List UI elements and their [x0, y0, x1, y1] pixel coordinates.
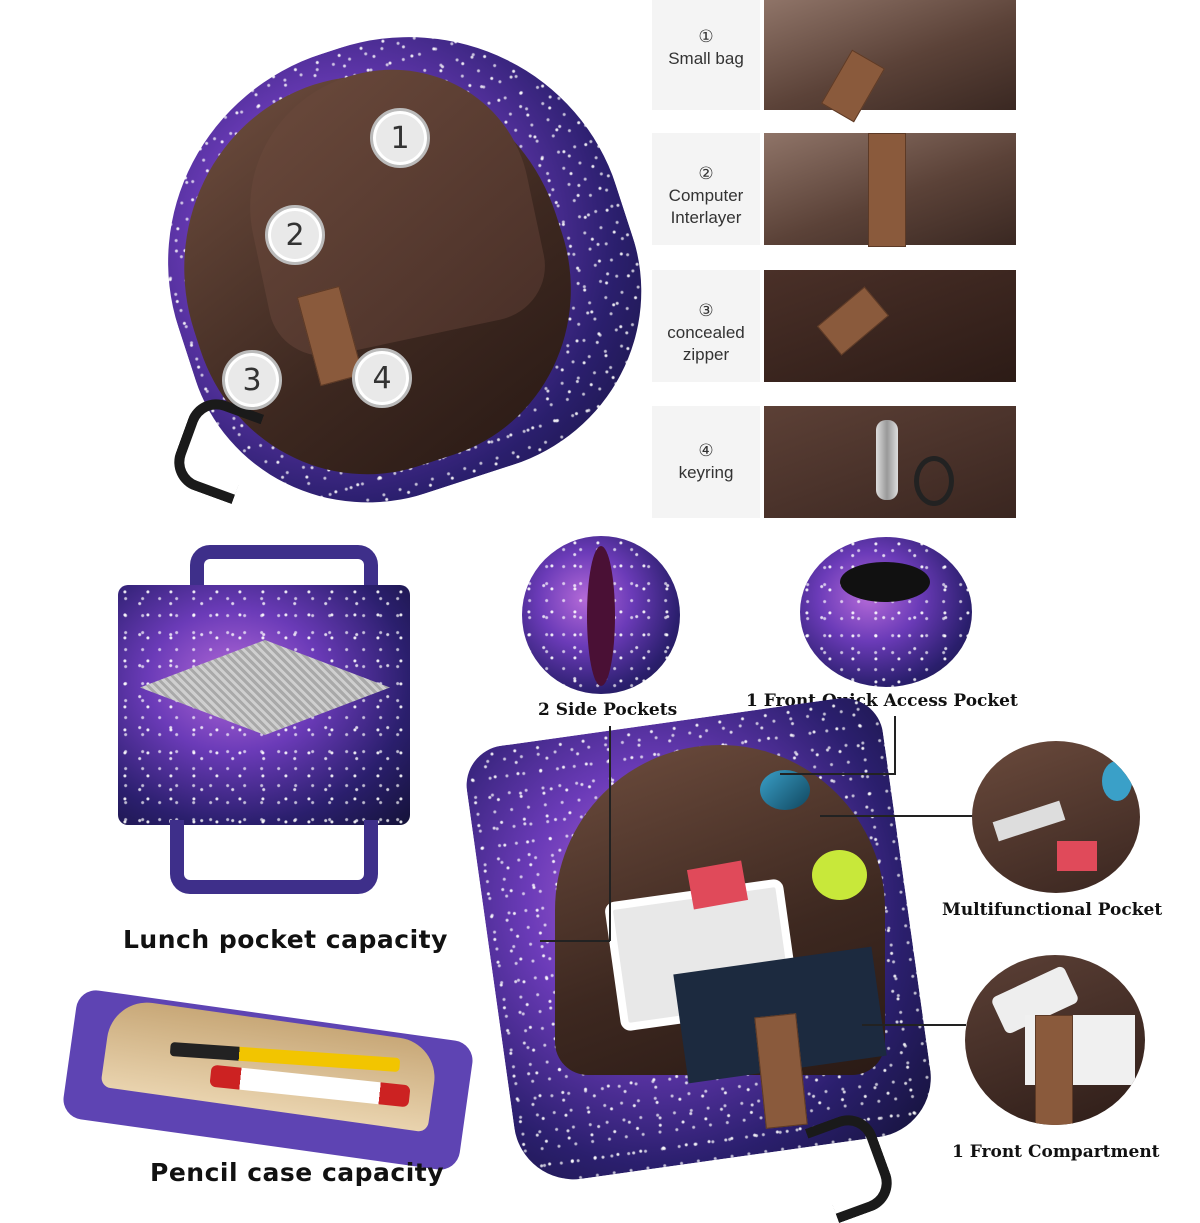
red-card-icon	[1057, 841, 1097, 871]
lunch-caption: Lunch pocket capacity	[123, 925, 448, 954]
callout-badge-4: 4	[352, 348, 412, 408]
multifunctional-pocket-label: Multifunctional Pocket	[942, 900, 1163, 920]
callout-badge-2: 2	[265, 205, 325, 265]
front-compartment-label: 1 Front Compartment	[952, 1142, 1160, 1162]
feature-row-computer-interlayer: ② Computer Interlayer	[652, 133, 1016, 247]
strap-detail	[1035, 1015, 1073, 1125]
feature-row-small-bag: ① Small bag	[652, 0, 1016, 123]
bottle-icon	[812, 850, 867, 900]
callout-line-side-h	[540, 940, 610, 942]
strap-detail	[821, 49, 885, 123]
feature-text-box: ④ keyring	[652, 406, 760, 518]
side-pocket-photo	[522, 536, 680, 694]
multifunctional-pocket-photo	[972, 741, 1140, 893]
quick-pocket-opening	[840, 562, 930, 602]
feature-text-box: ③ concealed zipper	[652, 270, 760, 382]
lens-icon	[1102, 761, 1132, 801]
front-compartment-photo	[965, 955, 1145, 1125]
feature-photo-concealed-zipper	[764, 270, 1016, 382]
feature-row-concealed-zipper: ③ concealed zipper	[652, 270, 1016, 382]
feature-text-box: ① Small bag	[652, 0, 760, 110]
callout-line-side-v	[609, 726, 611, 941]
callout-line-quick-v	[894, 716, 896, 774]
strap-detail	[868, 133, 906, 247]
feature-photo-computer-interlayer	[764, 133, 1016, 247]
feature-photo-keyring	[764, 406, 1016, 518]
sunglasses-icon	[760, 770, 810, 810]
lunch-bag-bottom-handle	[170, 820, 378, 894]
callout-line-front	[862, 1024, 966, 1026]
callout-badge-1: 1	[370, 108, 430, 168]
front-quick-pocket-photo	[800, 537, 972, 687]
strap-detail	[817, 286, 889, 356]
phone-icon	[992, 800, 1066, 842]
feature-photo-small-bag	[764, 0, 1016, 123]
side-pockets-label: 2 Side Pockets	[538, 700, 678, 720]
side-pocket-opening	[587, 546, 615, 686]
callout-line-multi	[820, 815, 975, 817]
zipper-pull-icon	[876, 420, 898, 500]
keyring-hook-icon	[914, 456, 954, 506]
feature-row-keyring: ④ keyring	[652, 406, 1016, 518]
callout-line-quick-h	[780, 773, 896, 775]
callout-badge-3: 3	[222, 350, 282, 410]
pencil-caption: Pencil case capacity	[150, 1158, 445, 1187]
feature-text-box: ② Computer Interlayer	[652, 133, 760, 245]
